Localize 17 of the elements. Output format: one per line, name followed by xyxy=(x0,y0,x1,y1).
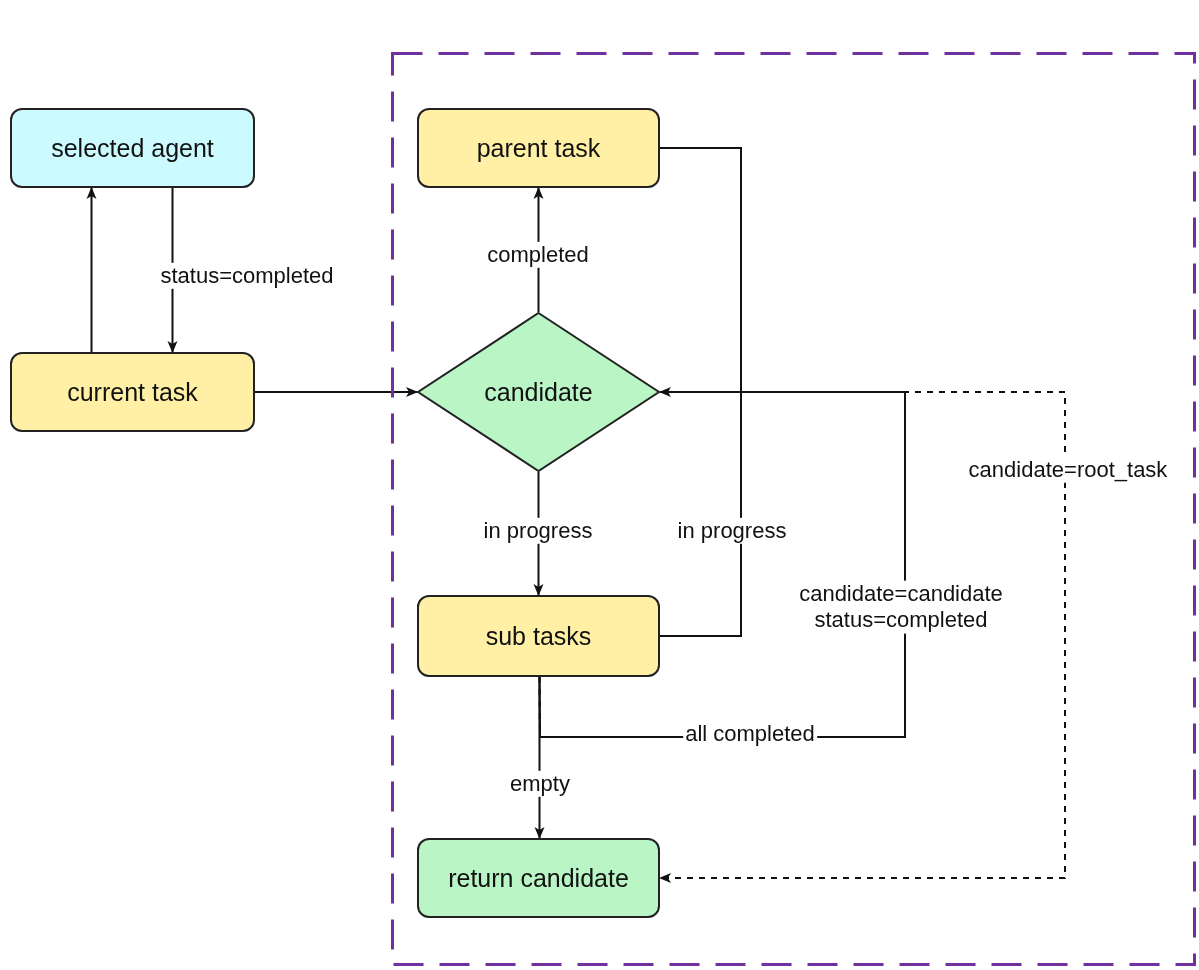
edge-label: candidate=root_task xyxy=(966,456,1170,484)
process-box: return candidate xyxy=(417,838,660,918)
group-border xyxy=(391,52,1196,966)
arrow xyxy=(86,187,97,353)
connector-line xyxy=(659,147,742,637)
dashed-arrow xyxy=(538,391,1066,883)
edge-label: status=completed xyxy=(158,262,336,290)
edge-label: empty xyxy=(508,770,572,798)
decision-diamond: candidate xyxy=(417,312,660,472)
process-box: selected agent xyxy=(10,108,255,188)
edge-label: in progress xyxy=(481,517,595,545)
edge-label: in progress xyxy=(675,517,789,545)
arrow xyxy=(254,387,418,397)
process-box: parent task xyxy=(417,108,660,188)
process-box: current task xyxy=(10,352,255,432)
edge-label: completed xyxy=(485,241,591,269)
process-box: sub tasks xyxy=(417,595,660,677)
